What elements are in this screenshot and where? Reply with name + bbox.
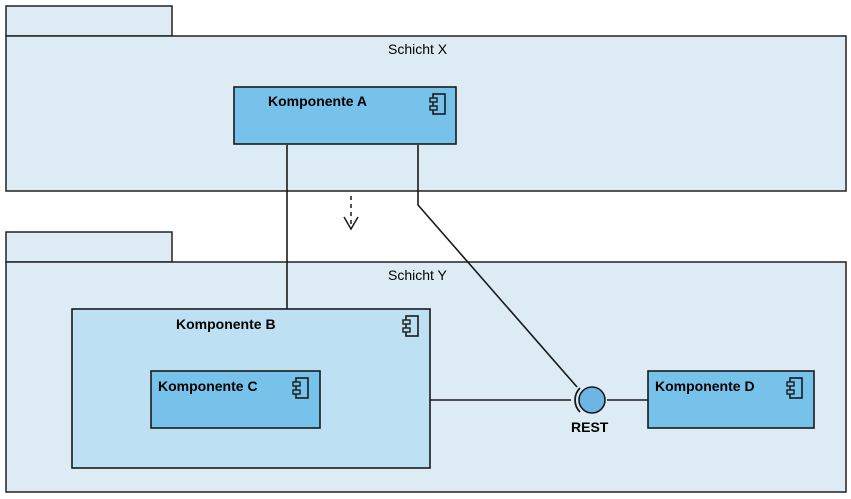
connector-a-rest [417, 145, 578, 388]
component-d-box [647, 370, 815, 429]
component-d-label: Komponente D [655, 378, 755, 394]
layer-y-tab [5, 231, 173, 263]
component-a-box [233, 86, 457, 145]
rest-interface-label: REST [571, 419, 609, 435]
component-icon [402, 315, 419, 337]
component-icon [786, 377, 803, 399]
component-b-label: Komponente B [176, 316, 276, 332]
rest-interface-icon [574, 386, 606, 414]
component-c-box [150, 370, 321, 429]
layer-y-label: Schicht Y [388, 267, 447, 283]
dependency-arrow [343, 196, 359, 231]
layer-x-label: Schicht X [388, 41, 448, 57]
component-a-label: Komponente A [268, 93, 368, 109]
component-icon [292, 377, 309, 399]
component-c-label: Komponente C [158, 378, 258, 394]
component-icon [429, 93, 446, 115]
layer-x-tab [5, 5, 173, 37]
